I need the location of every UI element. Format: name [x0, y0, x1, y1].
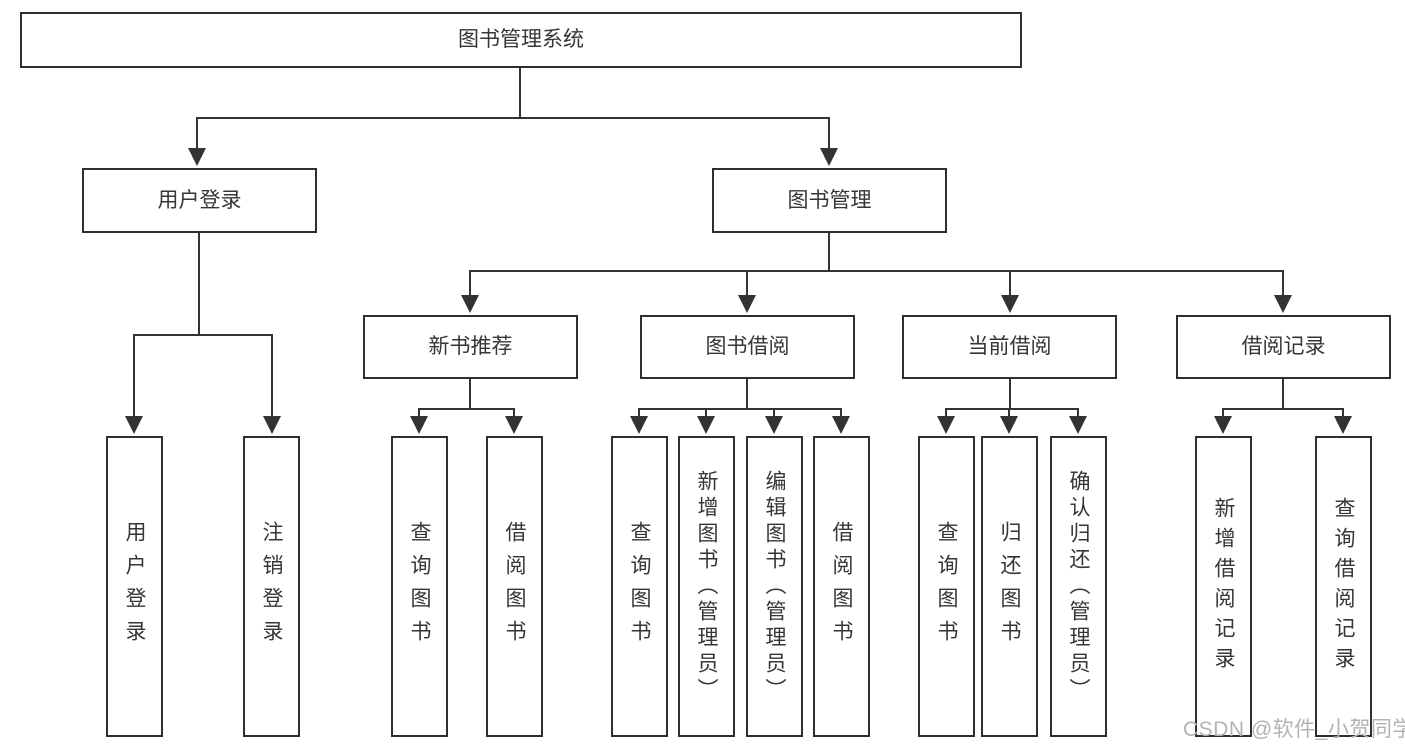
- stem-book-mgmt: [828, 233, 830, 272]
- leaf-query-books-1-label: 查询图书: [408, 520, 431, 653]
- leaf-edit-book-admin-label: 编辑图书（管理员）: [763, 469, 786, 704]
- arrowhead-g4b: [1000, 416, 1018, 434]
- arrowhead-g3c: [765, 416, 783, 434]
- connector-borrowing-children: [638, 408, 842, 410]
- arrow-shaft-g3d: [840, 408, 842, 420]
- leaf-logout: 注销登录: [243, 436, 300, 737]
- node-new-book-rec-label: 新书推荐: [428, 335, 513, 359]
- arrowhead-user-login: [188, 148, 206, 166]
- arrow-shaft-g4c: [1077, 408, 1079, 420]
- leaf-add-book-admin-label: 新增图书（管理员）: [695, 469, 718, 704]
- leaf-query-books-3-label: 查询图书: [935, 520, 958, 653]
- leaf-confirm-return-admin: 确认归还（管理员）: [1050, 436, 1107, 737]
- node-root: 图书管理系统: [20, 12, 1022, 68]
- node-current-borrowing-label: 当前借阅: [967, 335, 1052, 359]
- leaf-query-borrow-record-label: 查询借阅记录: [1332, 496, 1355, 677]
- node-user-login: 用户登录: [82, 168, 317, 233]
- arrowhead-g2b: [505, 416, 523, 434]
- arrowhead-new-book: [461, 295, 479, 313]
- leaf-return-book-label: 归还图书: [998, 520, 1021, 653]
- arrow-shaft-leaf-login: [133, 334, 135, 418]
- arrow-shaft-leaf-logout: [271, 334, 273, 418]
- leaf-user-login-label: 用户登录: [123, 520, 146, 653]
- arrow-shaft-records: [1282, 270, 1284, 297]
- arrowhead-g3b: [697, 416, 715, 434]
- leaf-query-books-1: 查询图书: [391, 436, 448, 737]
- connector-current-children: [945, 408, 1079, 410]
- leaf-query-books-2-label: 查询图书: [628, 520, 651, 653]
- node-book-borrowing-label: 图书借阅: [705, 335, 790, 359]
- arrowhead-g2a: [410, 416, 428, 434]
- arrowhead-g5a: [1214, 416, 1232, 434]
- arrow-shaft-g3a: [638, 408, 640, 420]
- arrow-shaft-g2b: [513, 408, 515, 420]
- arrow-shaft-g3b: [705, 408, 707, 420]
- arrowhead-current: [1001, 295, 1019, 313]
- leaf-query-borrow-record: 查询借阅记录: [1315, 436, 1372, 737]
- leaf-query-books-3: 查询图书: [918, 436, 975, 737]
- leaf-add-book-admin: 新增图书（管理员）: [678, 436, 735, 737]
- arrowhead-leaf-login: [125, 416, 143, 434]
- node-book-mgmt-label: 图书管理: [787, 188, 872, 212]
- arrow-shaft-g4b: [1008, 408, 1010, 420]
- arrow-shaft-g2a: [418, 408, 420, 420]
- leaf-confirm-return-admin-label: 确认归还（管理员）: [1067, 469, 1090, 704]
- arrowhead-g4a: [937, 416, 955, 434]
- arrowhead-g3d: [832, 416, 850, 434]
- connector-records-children: [1222, 408, 1344, 410]
- arrowhead-g5b: [1334, 416, 1352, 434]
- stem-root: [519, 68, 521, 119]
- arrowhead-book-mgmt: [820, 148, 838, 166]
- arrowhead-g3a: [630, 416, 648, 434]
- node-new-book-rec: 新书推荐: [363, 315, 578, 379]
- leaf-borrow-books-1-label: 借阅图书: [503, 520, 526, 653]
- arrow-shaft-g5a: [1222, 408, 1224, 420]
- stem-records: [1282, 379, 1284, 410]
- arrowhead-records: [1274, 295, 1292, 313]
- leaf-return-book: 归还图书: [981, 436, 1038, 737]
- connector-level3: [469, 270, 1284, 272]
- node-borrow-records-label: 借阅记录: [1241, 335, 1326, 359]
- leaf-user-login: 用户登录: [106, 436, 163, 737]
- leaf-borrow-books-2: 借阅图书: [813, 436, 870, 737]
- arrow-shaft-user-login: [196, 117, 198, 153]
- arrow-shaft-current: [1009, 270, 1011, 297]
- leaf-add-borrow-record-label: 新增借阅记录: [1212, 496, 1235, 677]
- arrow-shaft-new-book: [469, 270, 471, 297]
- node-book-mgmt: 图书管理: [712, 168, 947, 233]
- csdn-watermark: CSDN @软件_小贺同学: [1183, 718, 1405, 741]
- arrow-shaft-g5b: [1342, 408, 1344, 420]
- arrowhead-leaf-logout: [263, 416, 281, 434]
- node-book-borrowing: 图书借阅: [640, 315, 855, 379]
- stem-user-login: [198, 233, 200, 336]
- leaf-query-books-2: 查询图书: [611, 436, 668, 737]
- leaf-logout-label: 注销登录: [260, 520, 283, 653]
- arrow-shaft-book-mgmt: [828, 117, 830, 153]
- stem-borrowing: [746, 379, 748, 410]
- arrowhead-g4c: [1069, 416, 1087, 434]
- arrow-shaft-g4a: [945, 408, 947, 420]
- leaf-borrow-books-1: 借阅图书: [486, 436, 543, 737]
- leaf-edit-book-admin: 编辑图书（管理员）: [746, 436, 803, 737]
- node-root-label: 图书管理系统: [458, 28, 584, 52]
- leaf-add-borrow-record: 新增借阅记录: [1195, 436, 1252, 737]
- node-borrow-records: 借阅记录: [1176, 315, 1391, 379]
- node-current-borrowing: 当前借阅: [902, 315, 1117, 379]
- stem-new-book: [469, 379, 471, 410]
- arrowhead-borrowing: [738, 295, 756, 313]
- connector-level2: [196, 117, 830, 119]
- stem-current: [1009, 379, 1011, 410]
- connector-new-book-children: [418, 408, 515, 410]
- leaf-borrow-books-2-label: 借阅图书: [830, 520, 853, 653]
- node-user-login-label: 用户登录: [157, 188, 242, 212]
- arrow-shaft-g3c: [773, 408, 775, 420]
- connector-user-login-children: [133, 334, 273, 336]
- arrow-shaft-borrowing: [746, 270, 748, 297]
